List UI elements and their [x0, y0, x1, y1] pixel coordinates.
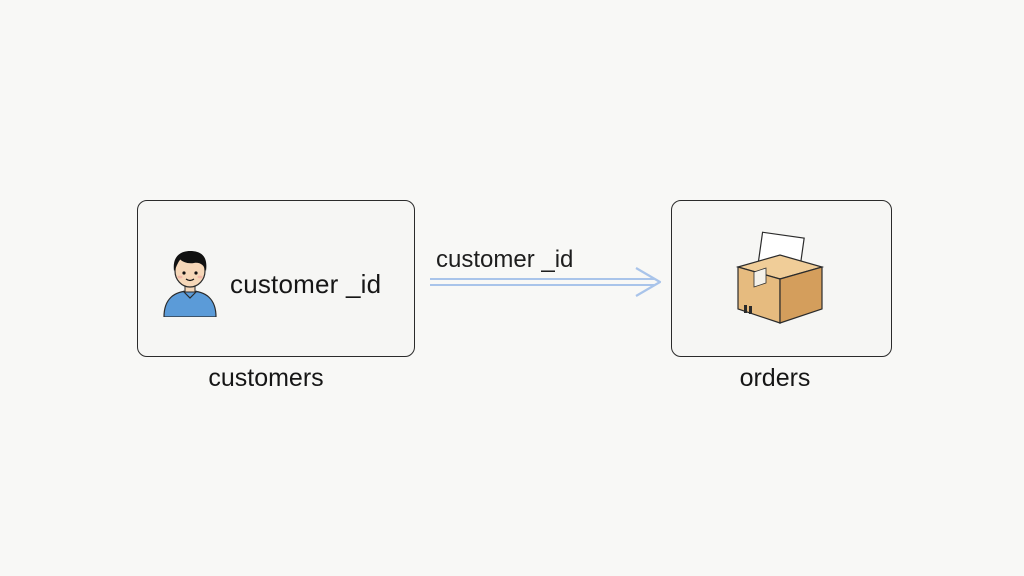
- relationship-label: customer _id: [436, 246, 574, 273]
- orders-entity-box: [671, 200, 892, 357]
- orders-entity-label: orders: [739, 364, 811, 392]
- package-box-icon: [735, 231, 825, 324]
- foreign-key-arrow: [430, 267, 662, 297]
- customers-entity-box: customer _id: [137, 200, 415, 357]
- customers-entity-label: customers: [208, 364, 324, 392]
- person-icon: [163, 251, 217, 317]
- customer-id-field: customer _id: [230, 269, 382, 299]
